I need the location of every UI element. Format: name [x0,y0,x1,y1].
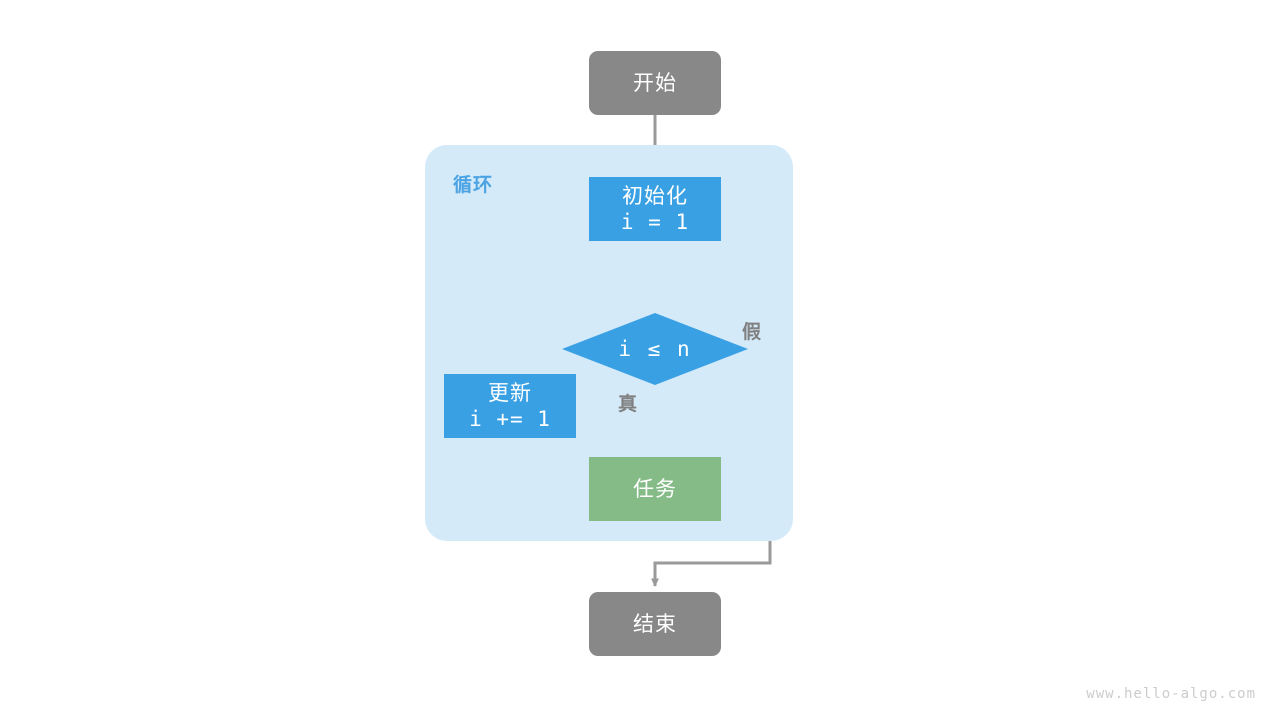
start-node[interactable]: 开始 [589,51,721,115]
condition-node-label: i ≤ n [618,337,692,361]
condition-node[interactable]: i ≤ n [562,313,748,385]
update-node-sublabel: i += 1 [469,407,551,431]
task-node[interactable]: 任务 [589,457,721,521]
watermark: www.hello-algo.com [1086,686,1256,702]
update-node-label: 更新 [488,380,532,405]
end-node-label: 结束 [633,611,677,636]
start-node-label: 开始 [633,70,677,95]
init-node-label: 初始化 [622,183,688,208]
condition-node-shape [562,313,748,385]
branch-label-false: 假 [742,321,762,343]
branch-label-true: 真 [618,393,638,415]
loop-group-label: 循环 [453,174,494,196]
task-node-label: 任务 [633,476,677,501]
end-node[interactable]: 结束 [589,592,721,656]
init-node-sublabel: i = 1 [620,210,690,234]
